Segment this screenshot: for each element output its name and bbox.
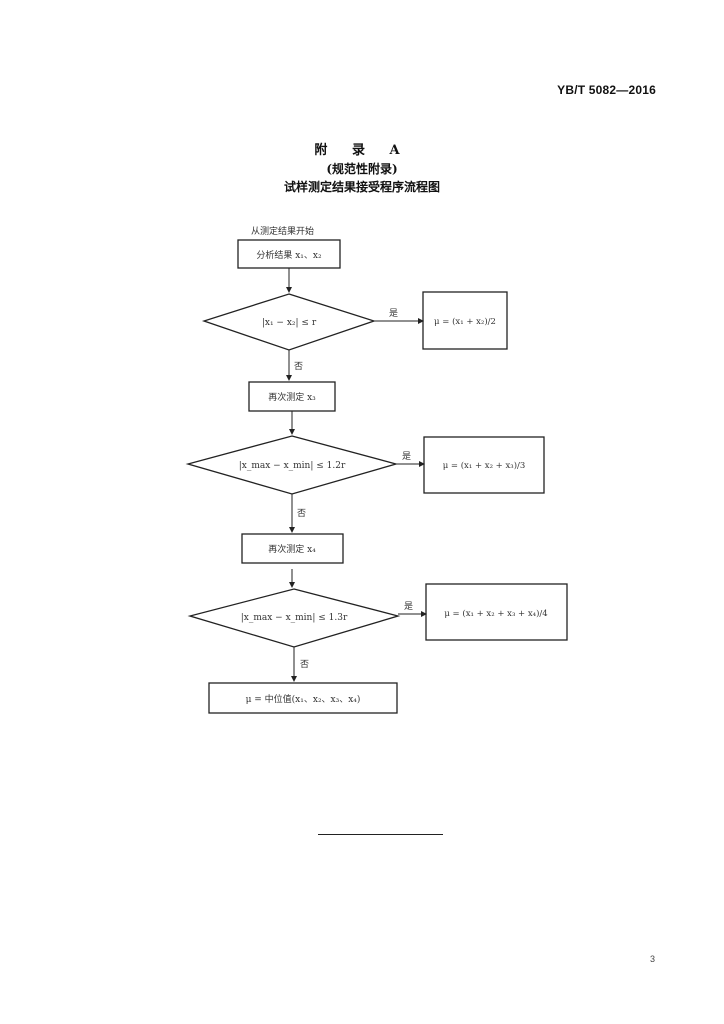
end-rule (318, 834, 443, 835)
flow-yes3-label: 是 (404, 601, 413, 612)
flow-no2-label: 否 (297, 508, 306, 519)
flow-result3-text: μ = (x₁ + x₂ + x₃ + x₄)/4 (444, 608, 547, 619)
flow-step1-text: 分析结果 x₁、x₂ (256, 249, 322, 261)
appendix-heading: 试样测定结果接受程序流程图 (283, 180, 440, 194)
flow-start-label: 从测定结果开始 (251, 225, 314, 237)
flow-result1-box (422, 291, 508, 350)
flow-no1-label: 否 (294, 361, 303, 372)
flow-no3-label: 否 (300, 659, 309, 670)
flow-yes1-label: 是 (389, 308, 398, 319)
flow-result2-box (423, 436, 545, 494)
flow-decision1-text: |x₁ − x₂| ≤ r (262, 318, 317, 328)
flow-step2-text: 再次测定 x₃ (268, 391, 316, 403)
flow-step3-text: 再次测定 x₄ (268, 543, 316, 555)
page-number: 3 (650, 954, 656, 964)
flow-decision2-text: |x_max − x_min| ≤ 1.2r (239, 461, 346, 471)
flow-decision3-text: |x_max − x_min| ≤ 1.3r (241, 613, 348, 623)
flow-final-text: μ = 中位值(x₁、x₂、x₃、x₄) (246, 693, 361, 705)
appendix-title: 附 录 A (314, 143, 410, 158)
flow-result1-text: μ = (x₁ + x₂)/2 (434, 316, 496, 327)
flow-yes2-label: 是 (402, 451, 411, 462)
appendix-subtitle: (规范性附录) (326, 162, 398, 176)
standard-code: YB/T 5082—2016 (557, 83, 656, 97)
flow-final-box (208, 682, 398, 714)
flow-result3-box (425, 583, 568, 641)
flow-result2-text: μ = (x₁ + x₂ + x₃)/3 (443, 460, 526, 471)
flow-step3-box (241, 533, 344, 564)
